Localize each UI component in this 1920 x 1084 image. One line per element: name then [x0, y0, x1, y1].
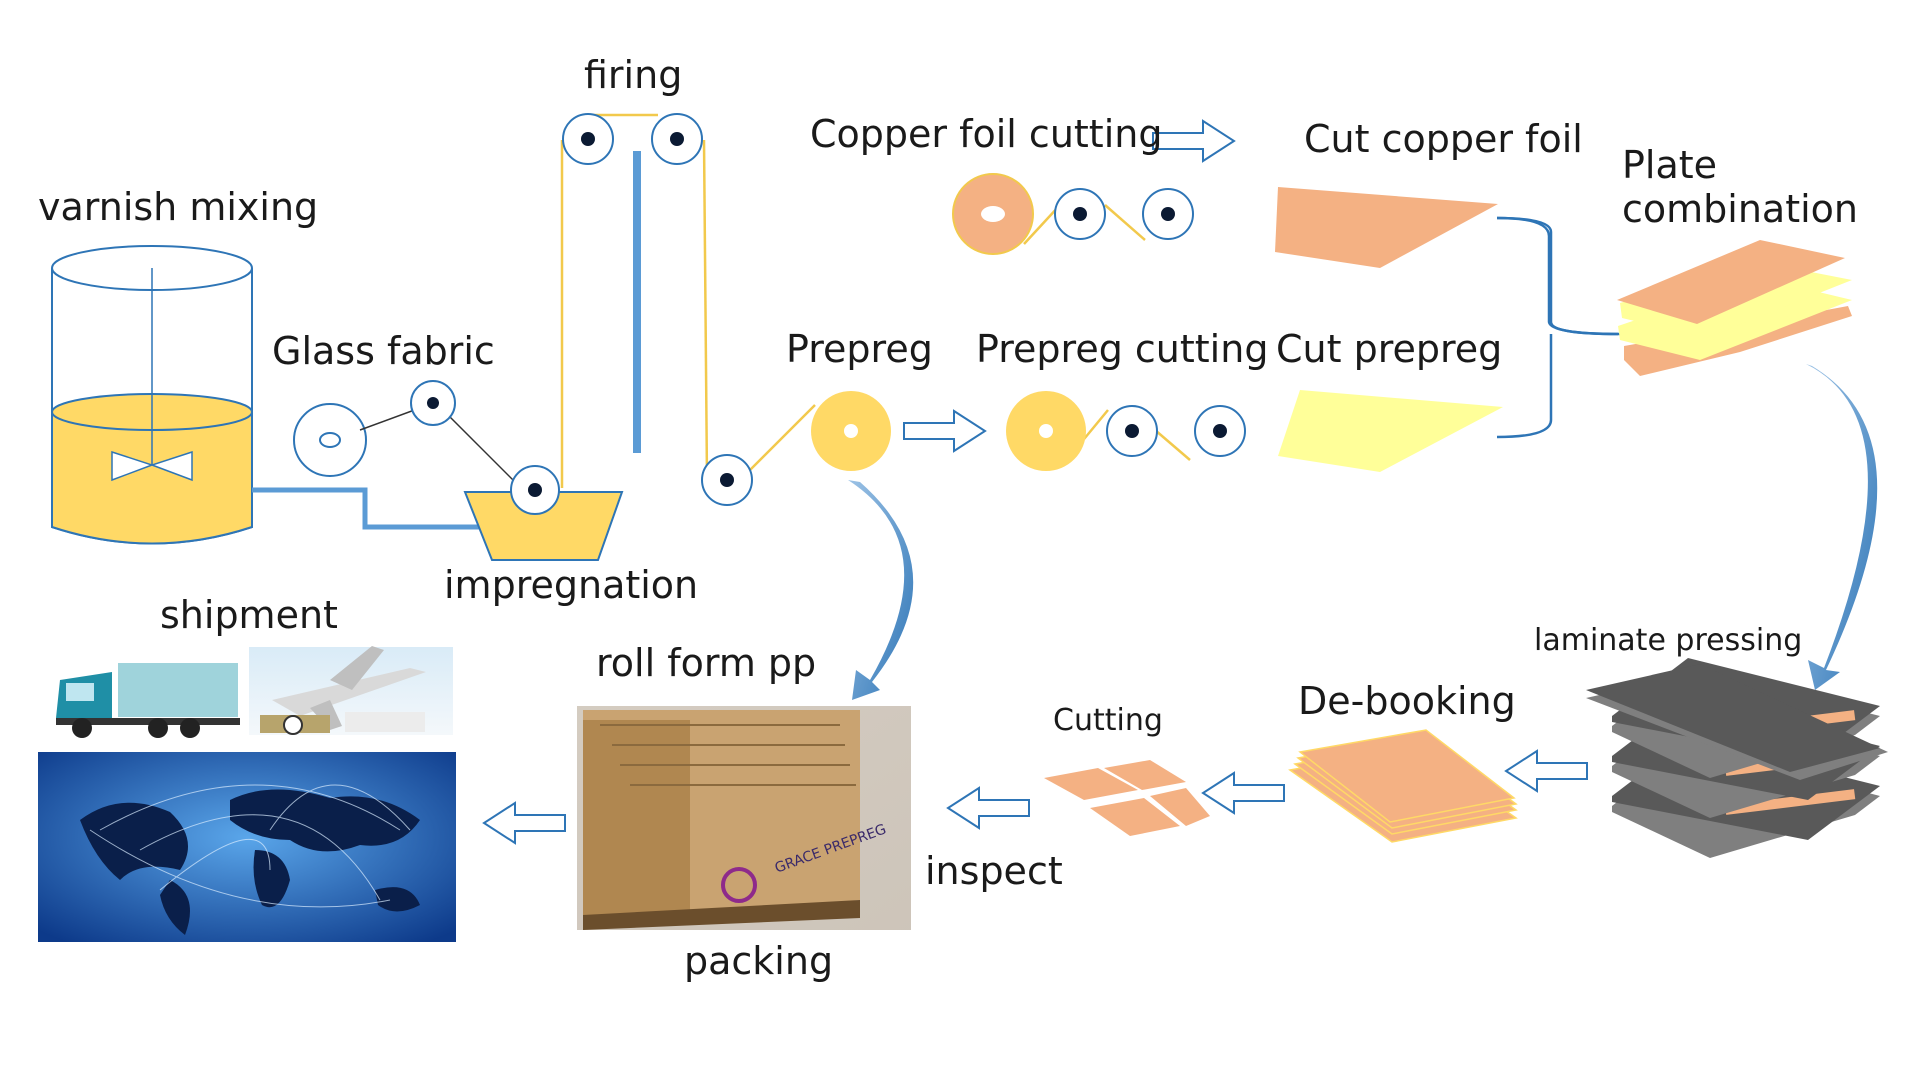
roller-tower-exit	[701, 454, 753, 506]
label-cut-copper-foil: Cut copper foil	[1304, 117, 1583, 161]
varnish-tank	[51, 245, 253, 545]
de-booking-sheets	[1288, 729, 1518, 843]
roller-copper-1	[1054, 188, 1106, 240]
laminate-pressing-stack	[1586, 658, 1888, 858]
label-shipment: shipment	[160, 593, 338, 637]
roller-tower-right	[651, 113, 703, 165]
roller-prepreg-cut-1	[1106, 405, 1158, 457]
roller-copper-2	[1142, 188, 1194, 240]
world-map-photo	[38, 752, 456, 942]
roller-prepreg-cut-2	[1194, 405, 1246, 457]
arrow-left-icon	[1504, 749, 1588, 793]
glass-fabric-roll	[293, 403, 367, 477]
truck-photo	[53, 657, 242, 738]
impregnation-bath	[463, 491, 624, 561]
label-de-booking: De-booking	[1298, 679, 1516, 723]
curved-arrow-icon	[1806, 364, 1878, 690]
label-prepreg-cutting: Prepreg cutting	[976, 327, 1269, 371]
label-plate-combination-line1: Plate	[1622, 143, 1718, 187]
varnish-pipe	[252, 487, 482, 530]
label-laminate-pressing: laminate pressing	[1534, 623, 1803, 658]
label-copper-foil-cutting: Copper foil cutting	[810, 112, 1163, 156]
prepreg-roll-cutting	[1006, 391, 1086, 471]
plate-combination-stack	[1617, 240, 1852, 376]
airplane-icon	[272, 668, 426, 716]
label-cutting: Cutting	[1053, 703, 1163, 738]
arrow-left-icon	[946, 786, 1030, 830]
firing-tower-heater	[633, 151, 641, 453]
roller-bath	[510, 465, 560, 515]
prepreg-roll	[811, 391, 891, 471]
copper-foil-roll	[952, 173, 1034, 255]
label-impregnation: impregnation	[444, 563, 699, 607]
fabric-line-2	[444, 411, 526, 493]
arrow-left-icon	[1201, 771, 1285, 815]
arrow-right-icon	[1152, 119, 1236, 163]
label-inspect: inspect	[925, 849, 1063, 893]
label-cut-prepreg: Cut prepreg	[1276, 327, 1503, 371]
label-plate-combination-line2: combination	[1622, 187, 1858, 231]
curved-arrow-icon	[848, 480, 914, 700]
roller-tower-left	[562, 113, 614, 165]
label-prepreg: Prepreg	[786, 327, 933, 371]
roller-glass-fabric-guide	[410, 380, 456, 426]
mixer-blade-icon	[111, 450, 193, 482]
cut-prepreg-sheet	[1278, 390, 1503, 472]
label-roll-form-pp: roll form pp	[596, 641, 817, 685]
label-packing: packing	[684, 939, 834, 983]
label-glass-fabric: Glass fabric	[272, 329, 495, 373]
airplane-photo	[249, 646, 453, 735]
label-varnish-mixing: varnish mixing	[38, 185, 319, 229]
arrow-right-icon	[903, 409, 987, 453]
label-firing: firing	[584, 53, 683, 97]
arrow-left-icon	[482, 801, 566, 845]
cut-copper-foil-sheet	[1275, 187, 1498, 268]
packing-photo	[577, 706, 911, 930]
truck-icon	[118, 663, 238, 717]
fiber-path	[560, 113, 1191, 488]
cut-pieces	[1044, 760, 1210, 836]
